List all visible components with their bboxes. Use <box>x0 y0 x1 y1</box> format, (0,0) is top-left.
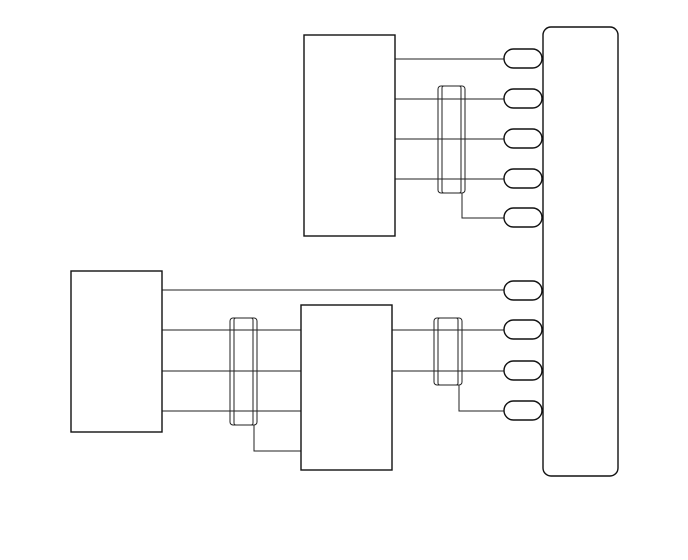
connector-pin-9 <box>503 400 543 421</box>
connector-pin-3 <box>503 128 543 149</box>
connector-pins <box>503 48 543 421</box>
lower-left-module <box>70 270 163 433</box>
connector-pin-1 <box>503 48 543 69</box>
connector-pin-5 <box>503 207 543 228</box>
connector-pin-2 <box>503 88 543 109</box>
shield-drain-upper <box>461 193 505 219</box>
upper-module <box>303 34 396 237</box>
shield-upper <box>437 85 466 194</box>
lower-middle-module <box>300 304 393 471</box>
connector-pin-8 <box>503 360 543 381</box>
shield-drain-mid-conn <box>458 385 505 412</box>
shield-mid-conn <box>433 317 463 386</box>
connector-pin-7 <box>503 319 543 340</box>
connector-pin-4 <box>503 168 543 189</box>
connector-body <box>542 26 619 477</box>
upper-module-wires <box>395 58 505 219</box>
connector-pin-6 <box>503 280 543 301</box>
shield-drain-left-mid <box>253 425 301 452</box>
lower-left-to-middle-wires <box>162 329 301 452</box>
shield-left-mid <box>229 317 258 426</box>
lower-middle-wires <box>392 329 505 412</box>
